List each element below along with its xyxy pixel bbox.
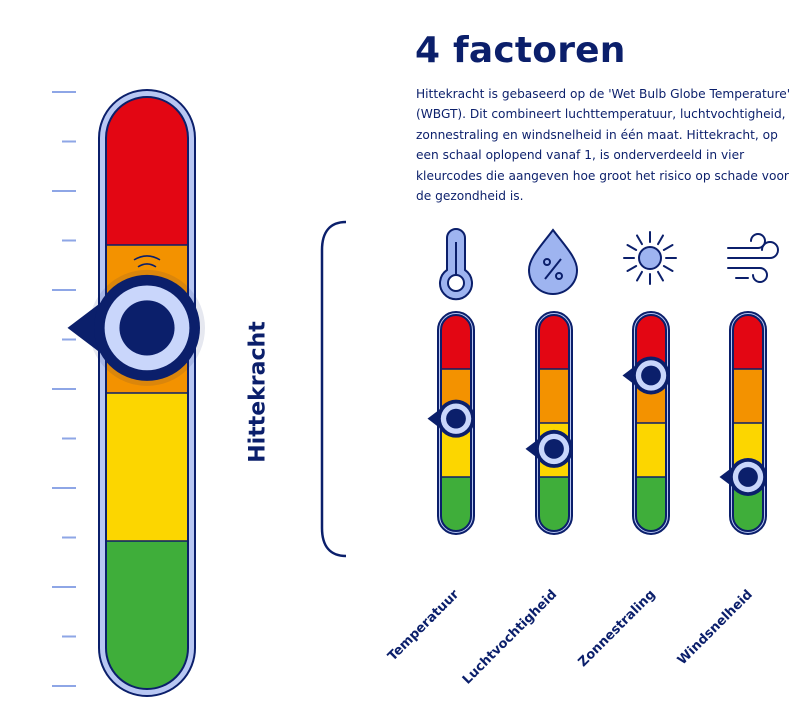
factor-gauge-windsnelheid: [719, 311, 767, 535]
gauge-inner-border: [538, 314, 570, 532]
wind-icon: [727, 233, 779, 283]
band-orange: [733, 369, 763, 424]
marker-dot: [738, 467, 758, 487]
heat-wave: [133, 255, 161, 261]
band-orange: [539, 369, 569, 424]
band-green: [636, 477, 666, 531]
band-yellow: [636, 423, 666, 478]
factor-marker: [719, 458, 767, 496]
scale-ticks: [52, 91, 76, 687]
water-drop-percent-icon: [527, 228, 579, 295]
factor-gauge-temperatuur: [427, 311, 475, 535]
band-yellow: [106, 393, 188, 542]
band-red: [539, 315, 569, 370]
grouping-bracket: [320, 220, 347, 558]
band-red: [106, 97, 188, 246]
sun-icon: [623, 231, 677, 285]
page-title: 4 factoren: [415, 30, 626, 71]
factor-gauges: [427, 311, 767, 535]
factor-marker: [427, 399, 475, 438]
factor-gauge-luchtvochtigheid: [525, 311, 573, 535]
factor-marker: [525, 429, 573, 468]
factor-gauge-zonnestraling: [622, 311, 670, 535]
marker-dot: [446, 408, 466, 429]
band-green: [539, 477, 569, 531]
thermometer-icon: [439, 228, 473, 301]
heat-wave: [137, 263, 157, 268]
factor-icons: [439, 228, 779, 301]
gauge-inner-border: [635, 314, 667, 532]
description-text: Hittekracht is gebaseerd op de 'Wet Bulb…: [416, 87, 791, 204]
gauge-inner-border: [105, 96, 189, 690]
marker-dot: [641, 365, 661, 386]
band-green: [106, 541, 188, 689]
factor-marker: [622, 356, 670, 395]
marker-dot: [119, 300, 175, 356]
marker-dot: [544, 439, 564, 459]
gauge-inner-border: [732, 314, 764, 532]
main-hittekracht-gauge: [67, 89, 205, 697]
main-marker: [67, 274, 200, 381]
hittekracht-label: Hittekracht: [245, 321, 271, 463]
band-red: [441, 315, 471, 370]
band-red: [733, 315, 763, 370]
band-green: [441, 477, 471, 531]
